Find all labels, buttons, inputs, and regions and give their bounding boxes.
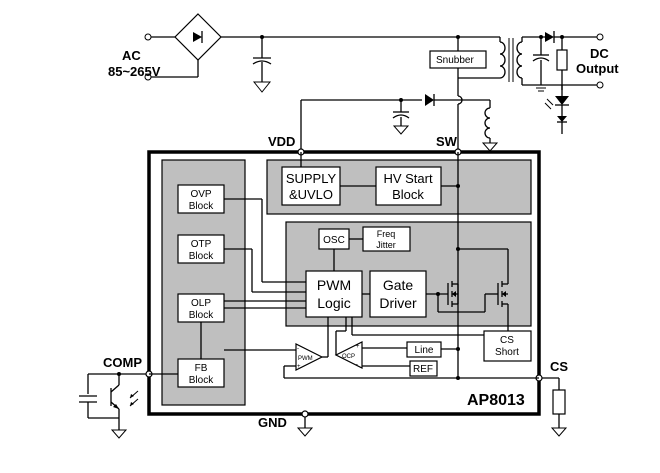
svg-text:Block: Block (189, 201, 214, 212)
pwm-comparator: PWM - + (295, 343, 324, 371)
cs-short-block: CS Short (483, 330, 532, 362)
snubber: Snubber (429, 35, 500, 79)
snubber-label: Snubber (436, 55, 474, 66)
comp-label: COMP (103, 355, 142, 370)
svg-text:FB: FB (195, 363, 208, 374)
svg-text:PWM: PWM (317, 277, 351, 293)
svg-text:+: + (356, 344, 360, 350)
svg-text:HV Start: HV Start (383, 171, 433, 186)
bridge-rectifier (174, 13, 430, 61)
ac-range-label: 85~265V (108, 64, 161, 79)
svg-text:SUPPLY: SUPPLY (286, 171, 337, 186)
sw-path: SW (436, 78, 463, 152)
dc-label: DC (590, 46, 609, 61)
ref-block: REF (409, 360, 438, 377)
svg-text:OLP: OLP (191, 298, 211, 309)
gate-driver-block: Gate Driver (369, 270, 427, 318)
output-rectifier: DC Output (522, 31, 619, 134)
freq-jitter-block: Freq Jitter (362, 226, 411, 252)
bulk-capacitor (252, 35, 272, 93)
svg-text:Freq: Freq (377, 229, 396, 239)
svg-text:-: - (356, 362, 358, 368)
svg-text:-: - (297, 346, 299, 352)
optocoupler-circuit: COMP (79, 355, 146, 439)
transformer (481, 37, 523, 152)
svg-text:OTP: OTP (191, 239, 212, 250)
ovp-block: OVP Block (177, 184, 225, 214)
svg-text:OSC: OSC (323, 235, 345, 246)
ac-input: AC 85~265V (108, 33, 199, 81)
svg-text:Jitter: Jitter (376, 240, 396, 250)
svg-text:Logic: Logic (317, 295, 350, 311)
svg-text:Block: Block (189, 251, 214, 262)
sw-label: SW (436, 134, 458, 149)
internal-wiring (149, 152, 539, 380)
olp-block: OLP Block (177, 293, 225, 323)
svg-text:Gate: Gate (383, 277, 414, 293)
ac-label: AC (122, 48, 141, 63)
hv-start-block: HV Start Block (375, 166, 442, 206)
fb-block: FB Block (177, 358, 225, 388)
svg-text:OVP: OVP (190, 189, 211, 200)
gnd-label: GND (258, 415, 287, 430)
vdd-label: VDD (268, 134, 295, 149)
chip-name: AP8013 (467, 392, 525, 409)
svg-text:OCP: OCP (342, 354, 355, 360)
otp-block: OTP Block (177, 234, 225, 264)
svg-text:REF: REF (413, 364, 433, 375)
svg-text:CS: CS (500, 335, 514, 346)
svg-text:Short: Short (495, 347, 519, 358)
gnd-circuit: GND (258, 415, 314, 437)
svg-text:Driver: Driver (379, 295, 417, 311)
svg-text:+: + (297, 364, 301, 370)
svg-text:Block: Block (189, 310, 214, 321)
chip-outline (147, 150, 541, 416)
dc-output-label: Output (576, 61, 619, 76)
svg-text:Line: Line (415, 345, 434, 356)
ocp-comparator: OCP + - (334, 341, 363, 369)
svg-text:PWM: PWM (298, 356, 313, 362)
svg-text:Block: Block (189, 375, 214, 386)
power-mosfet (426, 281, 458, 307)
cs-label: CS (550, 359, 568, 374)
osc-block: OSC (318, 228, 350, 250)
supply-uvlo-block: SUPPLY &UVLO (281, 166, 341, 206)
gnd-pin (301, 410, 309, 418)
svg-text:&UVLO: &UVLO (289, 187, 333, 202)
pwm-logic-block: PWM Logic (305, 270, 363, 318)
svg-text:Block: Block (392, 187, 424, 202)
cs-resistor-circuit: CS (542, 359, 568, 437)
line-block: Line (406, 341, 442, 358)
